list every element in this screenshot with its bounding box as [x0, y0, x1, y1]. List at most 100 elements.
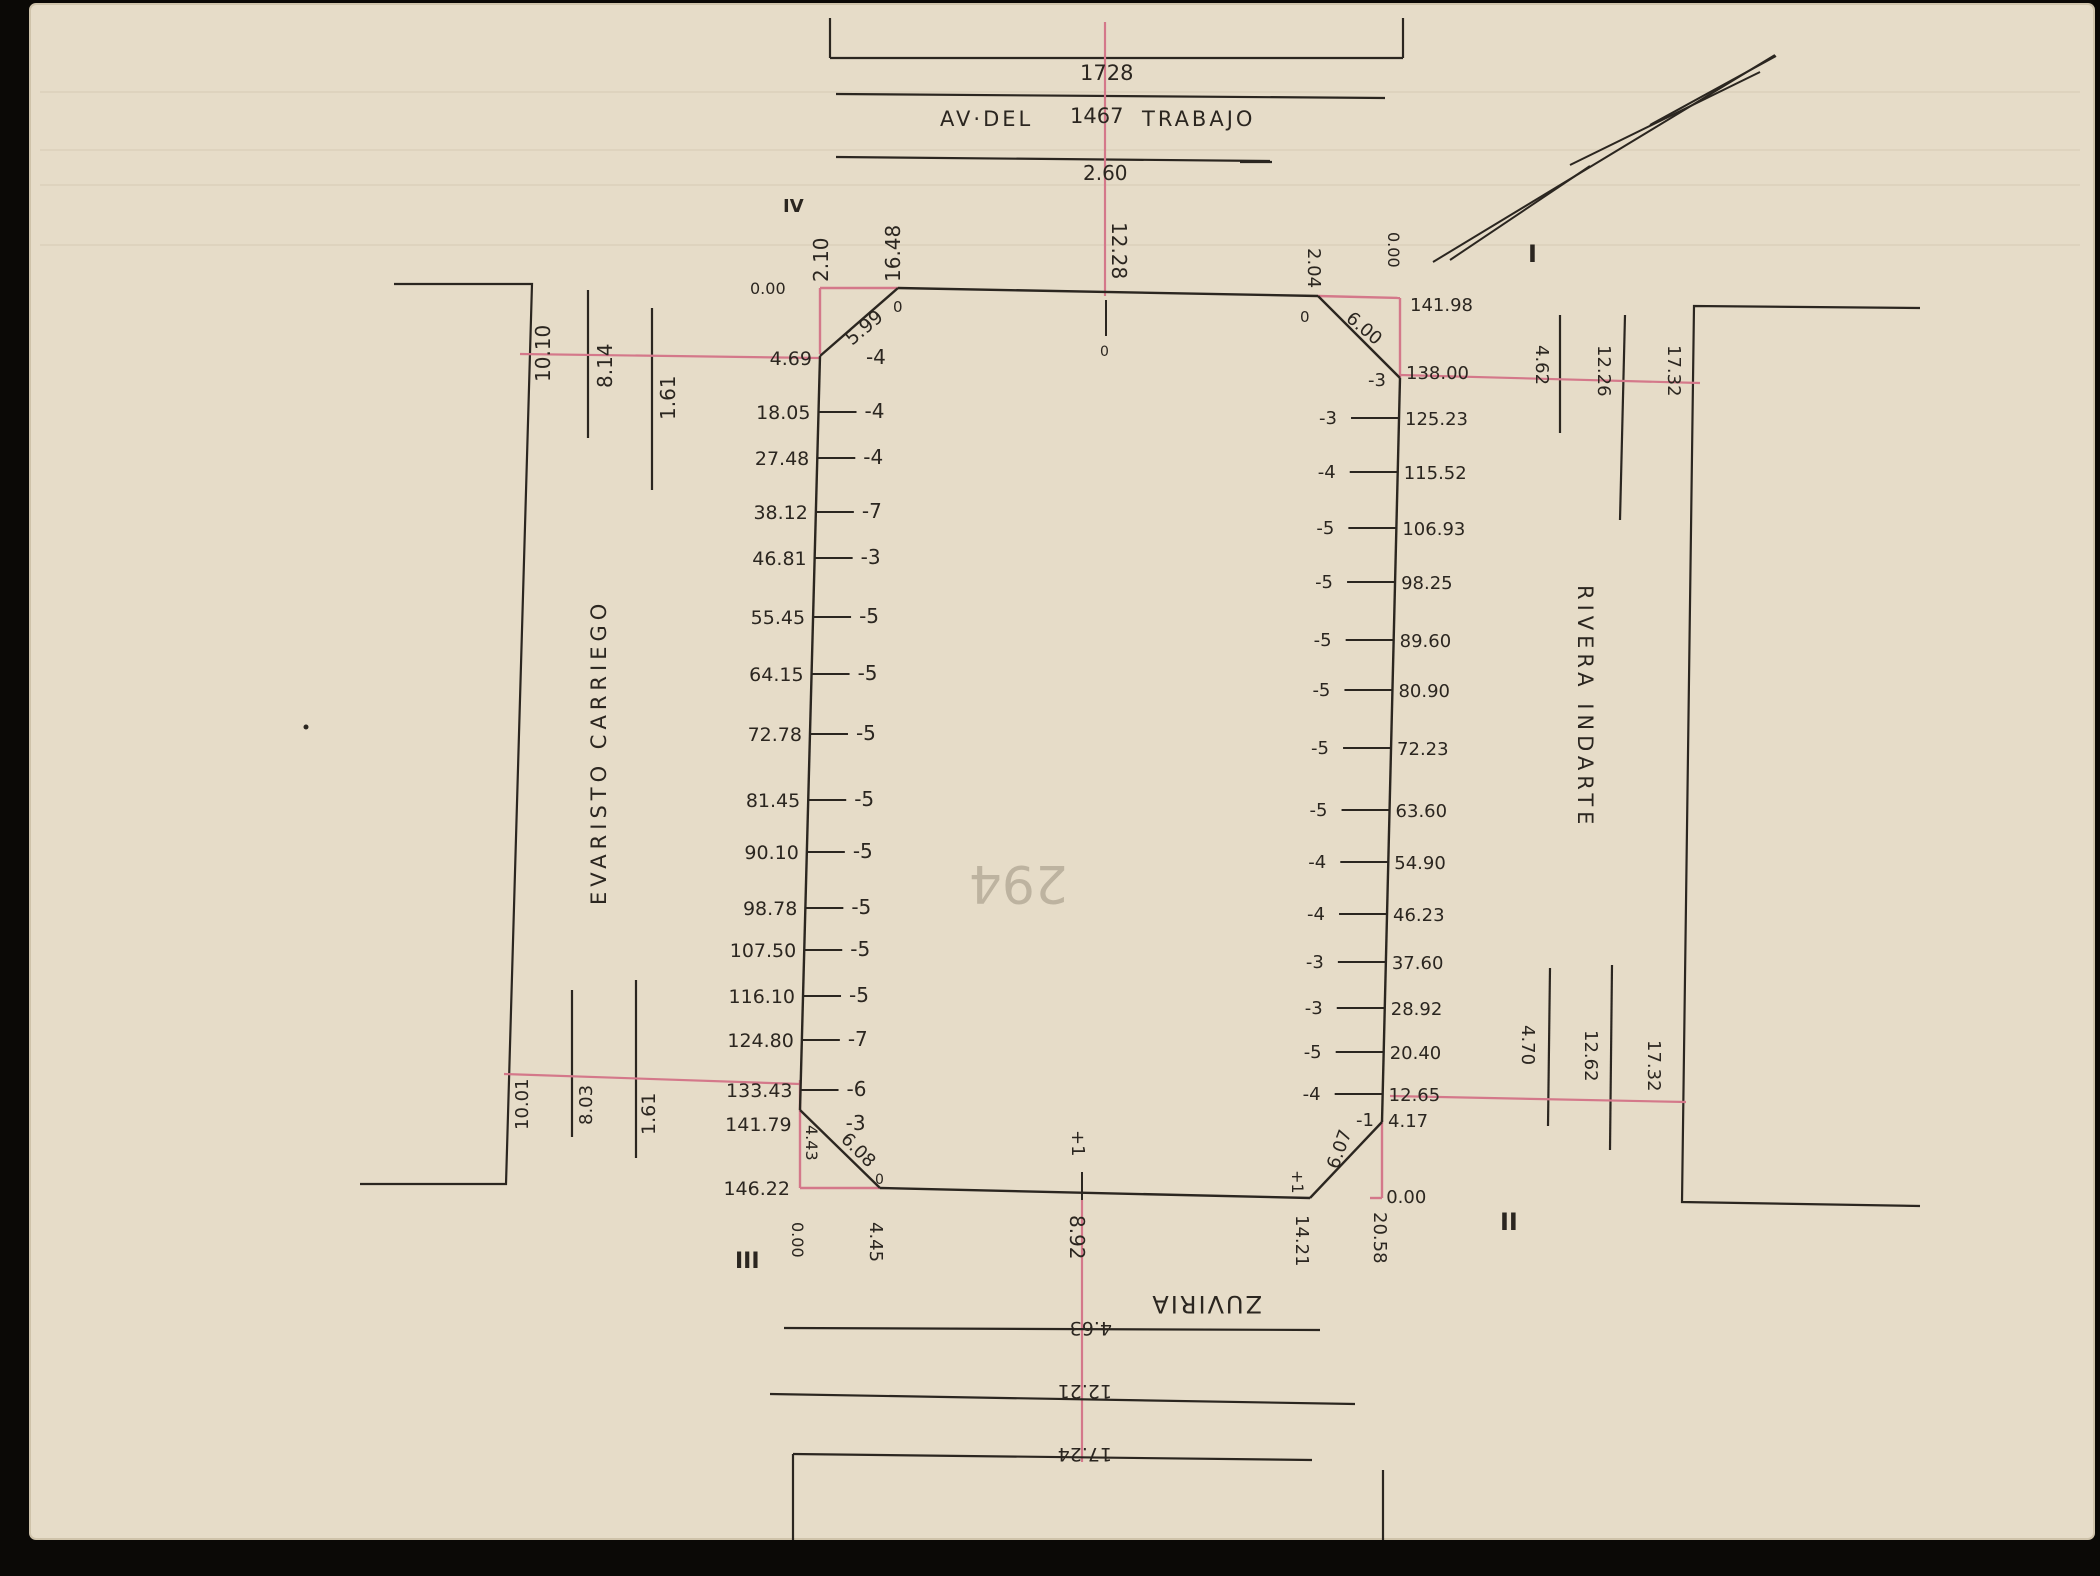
top-street-name-2: TRABAJO [1141, 107, 1255, 131]
left-offset-row: 72.78-5 [748, 721, 876, 746]
block-outline [798, 286, 1402, 1200]
right-offset-row: 4.17 -1 [1356, 1110, 1428, 1132]
offset-distance: 125.23 [1405, 409, 1468, 430]
top-street-width-2: 2.60 [1083, 161, 1128, 185]
left-offset-row: 90.10-5 [744, 839, 872, 864]
top-street-width-1: 1728 [1080, 61, 1133, 85]
left-offset-row: 46.81-3 [752, 545, 880, 570]
left-width-bottom-2: 8.03 [576, 1085, 597, 1125]
offset-distance: 116.10 [729, 986, 795, 1008]
left-offset-row: 124.80-7 [727, 1027, 867, 1052]
left-offset-rows: 4.69 -4 18.05-4 27.48 -4 38.12-7 46.81-3 55.45-… [723, 345, 885, 1200]
offset-level: -5 [849, 983, 869, 1007]
offset-level: -4 [1318, 462, 1336, 483]
left-offset-row: 18.05-4 [756, 399, 884, 424]
top-center-zero: 0 [1100, 344, 1109, 360]
left-street [360, 282, 654, 1186]
top-mark-2: 16.48 [881, 225, 905, 282]
offset-distance: 80.90 [1398, 681, 1450, 702]
offset-distance: 12.65 [1389, 1085, 1441, 1106]
top-zero-right: 0 [1300, 308, 1310, 326]
offset-level: -4 [866, 345, 886, 369]
offset-distance: 146.22 [723, 1178, 789, 1200]
offset-level: -5 [854, 787, 874, 811]
left-offset-row: 133.43-6 [726, 1077, 866, 1102]
right-offset-row: 115.52-4 [1318, 462, 1467, 484]
top-mark-5: 0.00 [1384, 232, 1403, 268]
offset-level: -3 [1319, 408, 1337, 429]
offset-distance: 138.00 [1406, 363, 1469, 384]
offset-distance: 81.45 [746, 790, 800, 812]
offset-level: -5 [1316, 518, 1334, 539]
right-width-bottom-2: 12.62 [1580, 1030, 1601, 1082]
offset-level: -1 [1356, 1110, 1374, 1131]
bottom-mark-3: 14.21 [1291, 1215, 1312, 1267]
left-offset-row: 38.12-7 [753, 499, 881, 524]
faint-ruled-lines [40, 91, 2080, 246]
left-offset-row: 27.48 -4 [755, 445, 883, 470]
left-width-bottom-1: 10.01 [512, 1078, 533, 1130]
corner-label-iii: III [735, 1249, 760, 1274]
left-offset-row: 141.79-3 [725, 1111, 865, 1136]
offset-distance: 98.25 [1401, 573, 1453, 594]
right-offset-row: 125.23 -3 [1319, 408, 1468, 430]
right-width-bottom-1: 4.70 [1517, 1025, 1538, 1065]
offset-level: -5 [1304, 1042, 1322, 1063]
right-width-top-1: 4.62 [1531, 345, 1552, 385]
top-street [828, 18, 1405, 164]
bottom-mark-4: 20.58 [1369, 1212, 1390, 1264]
offset-distance: 98.78 [743, 898, 797, 920]
offset-distance: 4.17 [1388, 1111, 1428, 1132]
offset-level: -4 [1303, 1084, 1321, 1105]
left-upper-red-line [519, 352, 821, 360]
offset-distance: 37.60 [1392, 953, 1444, 974]
left-street-name: EVARISTO CARRIEGO [587, 599, 611, 905]
offset-level: -4 [863, 445, 883, 469]
right-offset-row: 98.25-5 [1315, 572, 1453, 594]
right-offset-row: 80.90 -5 [1312, 680, 1450, 702]
right-offset-row: 37.60-3 [1306, 952, 1444, 974]
right-width-bottom-3: 17.32 [1643, 1040, 1664, 1092]
bottom-center-level: +1 [1067, 1130, 1088, 1157]
left-offset-row: 55.45-5 [751, 604, 879, 629]
top-mark-3: 12.28 [1107, 222, 1131, 279]
offset-distance: 20.40 [1390, 1043, 1442, 1064]
offset-level: -5 [856, 721, 876, 745]
top-street-number: 1467 [1070, 104, 1123, 128]
top-street-name: AV·DEL [940, 107, 1033, 131]
right-offset-row: 54.90-4 [1308, 852, 1446, 874]
bottom-mark-2: 8.92 [1065, 1215, 1089, 1260]
offset-distance: 90.10 [744, 842, 798, 864]
right-offset-row: 46.23-4 [1307, 904, 1445, 926]
offset-level: -5 [851, 895, 871, 919]
bottom-street-width-2: 12.21 [1058, 1380, 1112, 1402]
offset-level: -4 [1308, 852, 1326, 873]
offset-distance: 133.43 [726, 1080, 792, 1102]
offset-distance: 27.48 [755, 448, 809, 470]
right-lower-red-line [1389, 1094, 1687, 1104]
right-offset-row: 28.92-3 [1305, 998, 1443, 1020]
offset-level: -5 [858, 661, 878, 685]
offset-distance: 106.93 [1402, 519, 1465, 540]
offset-distance: 4.69 [770, 348, 812, 370]
offset-distance: 0.00 [1386, 1187, 1426, 1208]
offset-level: -7 [848, 1027, 868, 1051]
bottom-street-name: ZUVIRIA [1150, 1290, 1262, 1318]
bottom-zero-left: 0 [875, 1172, 884, 1188]
right-offset-row: 89.60-5 [1314, 630, 1452, 652]
left-width-top-1: 10.10 [531, 325, 555, 382]
right-street [1546, 304, 1921, 1208]
left-offset-row: 98.78 -5 [743, 895, 871, 920]
corner-label-ii: II [1500, 1208, 1518, 1236]
offset-distance: 72.23 [1397, 739, 1449, 760]
offset-level: -5 [1314, 630, 1332, 651]
bottom-street-width-1: 4.63 [1070, 1317, 1112, 1339]
offset-level: -5 [1312, 680, 1330, 701]
right-offset-row: 72.23-5 [1311, 738, 1449, 760]
bottom-street-width-3: 17.24 [1058, 1443, 1112, 1465]
top-mark-1: 2.10 [809, 237, 833, 282]
bottom-mark-0: 0.00 [788, 1222, 807, 1258]
offset-distance: 18.05 [756, 402, 810, 424]
left-lower-red-line [503, 1072, 801, 1086]
right-width-top-3: 17.32 [1663, 345, 1684, 397]
